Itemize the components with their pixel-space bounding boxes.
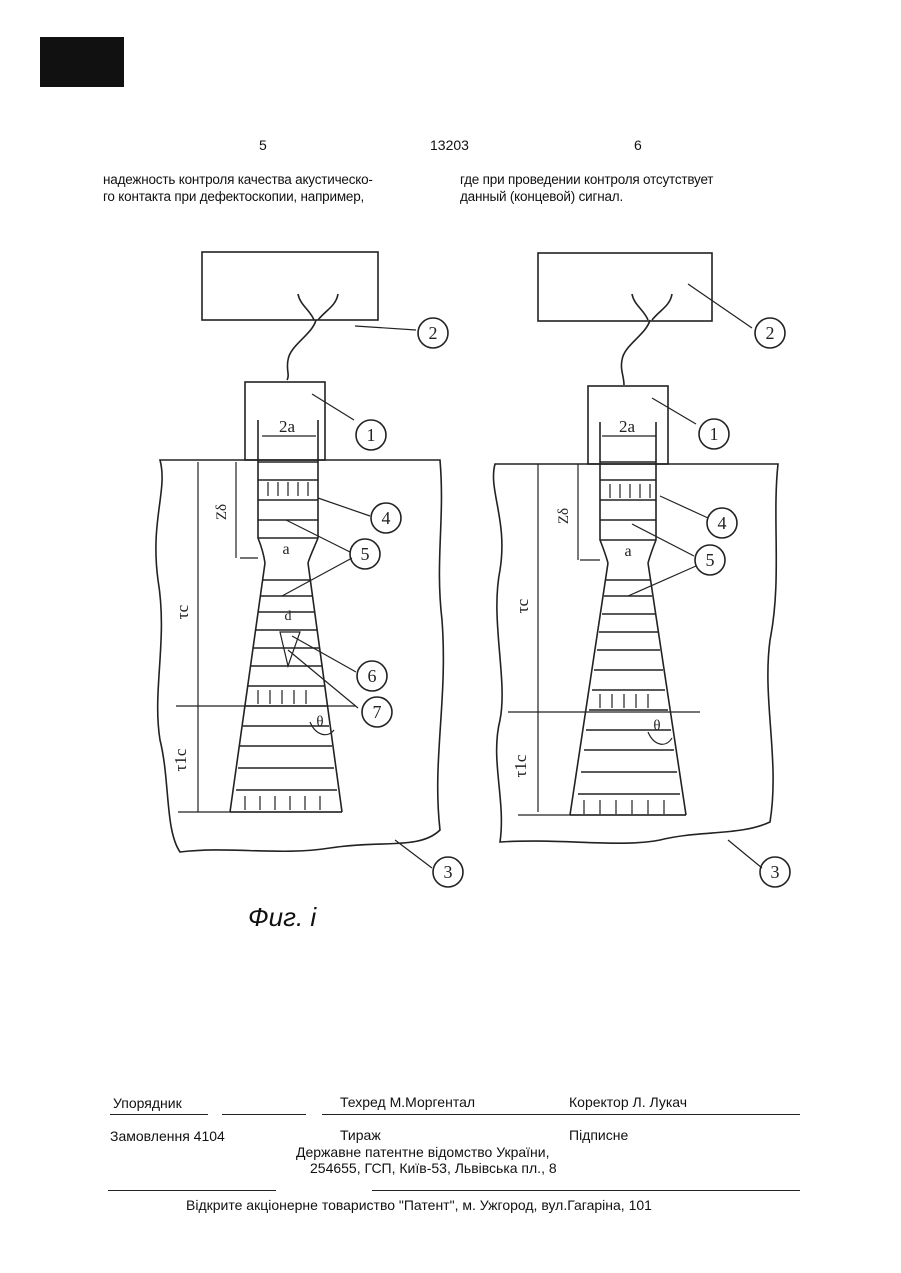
defect-triangle (280, 632, 300, 666)
angle-theta-label: θ (653, 718, 660, 734)
patent-figure: 2 1 4 5 6 7 3 2a a d θ Zδ τc τ1c (0, 240, 901, 890)
text-line: надежность контроля качества акустическо… (103, 171, 448, 188)
patent-office-line1: Державне патентне відомство України, (296, 1144, 550, 1160)
text-line: го контакта при дефектоскопии, например, (103, 188, 448, 205)
figure-right-labels: 2 1 4 5 3 2a a θ Zδ τc τ1c (511, 323, 780, 882)
label-6: 6 (368, 666, 377, 686)
figure-left-labels: 2 1 4 5 6 7 3 2a a d θ Zδ τc τ1c (171, 323, 453, 882)
figure-left (156, 252, 463, 887)
angle-theta-label: θ (316, 714, 323, 730)
label-3: 3 (771, 862, 780, 882)
dim-tc-label: τc (513, 598, 532, 613)
order-number: Замовлення 4104 (110, 1128, 225, 1144)
dim-z-label: Zδ (556, 508, 572, 524)
width-2a-label: 2a (279, 417, 296, 436)
tech-editor: Техред М.Моргентал (340, 1094, 475, 1110)
label-1: 1 (367, 425, 376, 445)
divider (110, 1114, 208, 1115)
label-4: 4 (718, 513, 727, 533)
patent-office-line2: 254655, ГСП, Київ-53, Львівська пл., 8 (310, 1160, 557, 1176)
divider (322, 1114, 800, 1115)
label-2: 2 (429, 323, 438, 343)
page-number-left: 5 (259, 137, 267, 153)
text-line: данный (концевой) сигнал. (460, 188, 805, 205)
document-number: 13203 (430, 137, 469, 153)
label-1: 1 (710, 424, 719, 444)
label-2: 2 (766, 323, 775, 343)
width-2a-label: 2a (619, 417, 636, 436)
circulation: Тираж (340, 1127, 381, 1143)
label-4: 4 (382, 508, 391, 528)
width-a-label: a (282, 541, 289, 558)
electronic-unit-box (538, 253, 712, 321)
compiler-label: Упорядник (113, 1095, 182, 1111)
width-d-label: d (285, 609, 292, 624)
dim-tc-label: τc (173, 604, 192, 619)
corrector: Коректор Л. Лукач (569, 1094, 687, 1110)
text-line: где при проведении контроля отсутствует (460, 171, 805, 188)
text-column-left: надежность контроля качества акустическо… (103, 171, 448, 205)
dim-z-label: Zδ (214, 504, 230, 520)
dim-t1c-label: τ1c (511, 754, 530, 777)
subscription: Підписне (569, 1127, 628, 1143)
dim-t1c-label: τ1c (171, 748, 190, 771)
electronic-unit-box (202, 252, 378, 320)
test-object-outline (493, 464, 778, 843)
label-7: 7 (373, 702, 382, 722)
divider (108, 1190, 276, 1191)
redaction-block (40, 37, 124, 87)
width-a-label: a (624, 543, 631, 560)
page-number-right: 6 (634, 137, 642, 153)
divider (372, 1190, 800, 1191)
divider (222, 1114, 306, 1115)
label-3: 3 (444, 862, 453, 882)
figure-caption: Фиг. і (248, 902, 316, 933)
label-5: 5 (361, 544, 370, 564)
figure-right (493, 253, 790, 887)
printer-imprint: Відкрите акціонерне товариство "Патент",… (186, 1197, 652, 1213)
label-5: 5 (706, 550, 715, 570)
text-column-right: где при проведении контроля отсутствует … (460, 171, 805, 205)
